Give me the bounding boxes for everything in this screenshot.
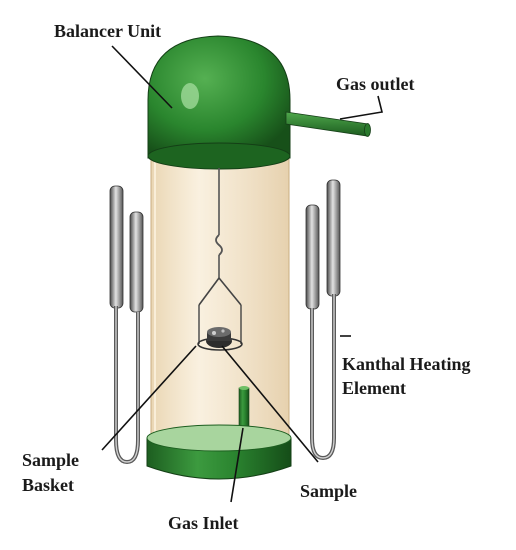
gas-outlet-pipe	[285, 111, 371, 137]
furnace-tube	[150, 139, 290, 441]
suspension-wire	[215, 168, 223, 278]
label-sample-basket-line1: Sample	[22, 450, 79, 470]
label-gas-inlet: Gas Inlet	[168, 513, 239, 533]
label-gas-outlet: Gas outlet	[336, 74, 415, 94]
heating-element-right	[305, 179, 341, 461]
label-heating-element: Element	[342, 378, 406, 398]
pointer-lines	[101, 45, 383, 503]
sample	[206, 327, 232, 348]
label-sample: Sample	[300, 481, 357, 501]
balancer-unit	[147, 35, 291, 170]
label-sample-basket-line2: Basket	[22, 475, 74, 495]
label-balancer-unit: Balancer Unit	[54, 21, 161, 41]
label-kanthal-heating: Kanthal Heating	[342, 354, 471, 374]
base	[146, 424, 292, 480]
heating-element-left	[109, 185, 144, 465]
